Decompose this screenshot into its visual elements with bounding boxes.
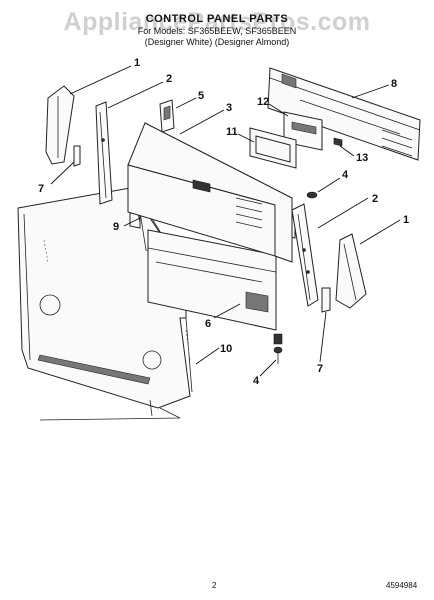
part-10-console-body bbox=[17, 187, 193, 421]
document-number: 4594984 bbox=[386, 581, 418, 590]
callout-13: 13 bbox=[356, 152, 368, 164]
part-5-bracket bbox=[159, 99, 175, 133]
part-7-left-clip bbox=[73, 145, 81, 167]
callout-9: 9 bbox=[113, 221, 119, 233]
page-number: 2 bbox=[212, 581, 217, 590]
part-8-backguard bbox=[267, 67, 421, 161]
callout-1-left: 1 bbox=[134, 57, 140, 69]
part-7-right-clip bbox=[321, 287, 331, 313]
callout-11: 11 bbox=[226, 126, 238, 138]
callout-7-left: 7 bbox=[38, 183, 44, 195]
callout-7-right: 7 bbox=[317, 363, 323, 375]
callout-12: 12 bbox=[257, 96, 269, 108]
models-line: For Models: SF365BEEW, SF365BEEN bbox=[137, 26, 297, 36]
callout-6: 6 bbox=[205, 318, 211, 330]
part-1-left-endcap bbox=[45, 85, 75, 165]
callout-4-bottom: 4 bbox=[253, 375, 260, 387]
part-1-right-endcap bbox=[335, 233, 367, 309]
callout-10: 10 bbox=[220, 343, 232, 355]
callout-2-right: 2 bbox=[372, 193, 378, 205]
colors-line: (Designer White) (Designer Almond) bbox=[144, 37, 290, 47]
callout-4-top: 4 bbox=[342, 169, 349, 181]
part-3-control-panel bbox=[127, 122, 293, 263]
part-11-bezel bbox=[249, 127, 297, 169]
part-2-right-bracket bbox=[291, 203, 319, 307]
part-13-switch bbox=[333, 137, 343, 147]
callout-3: 3 bbox=[226, 102, 232, 114]
part-6-inner-panel bbox=[147, 229, 277, 331]
watermark: AppliancePartsPros.com bbox=[63, 8, 371, 36]
callout-labels: 1 2 5 3 8 12 11 13 7 4 9 2 1 6 10 7 4 bbox=[38, 57, 409, 387]
part-2-left-bracket bbox=[95, 101, 113, 205]
leader-lines bbox=[50, 65, 401, 377]
callout-5: 5 bbox=[198, 90, 204, 102]
callout-8: 8 bbox=[391, 78, 397, 90]
part-4-screws bbox=[273, 191, 318, 364]
callout-1-right: 1 bbox=[403, 214, 409, 226]
callout-2-left: 2 bbox=[166, 73, 172, 85]
page-title: CONTROL PANEL PARTS bbox=[145, 13, 289, 25]
